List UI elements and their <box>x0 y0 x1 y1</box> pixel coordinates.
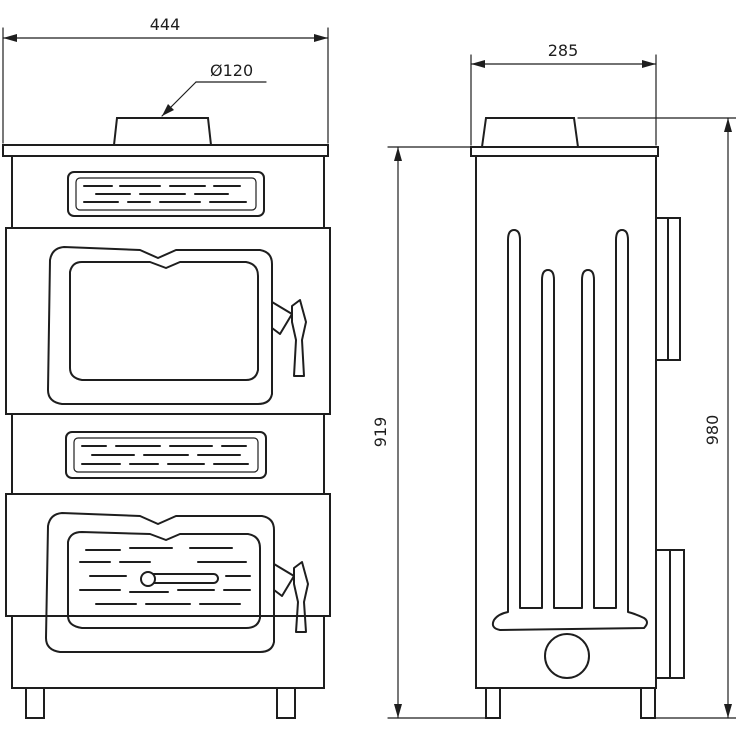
front-leg-right <box>276 687 296 719</box>
front-lower-door-texture <box>79 547 251 617</box>
dimension-width-front: 444 <box>2 15 329 144</box>
front-top-plate <box>2 144 329 157</box>
side-leg-left <box>485 687 501 719</box>
side-flue-collar <box>480 117 580 148</box>
side-ash-opening <box>544 633 590 679</box>
dimension-height-body-label: 919 <box>371 417 390 448</box>
side-body <box>475 155 657 689</box>
front-upper-door-glass <box>69 261 259 381</box>
side-rib-pattern <box>491 229 648 631</box>
dimension-height-total-label: 980 <box>703 415 722 446</box>
front-upper-door <box>47 246 273 405</box>
side-view <box>470 117 685 719</box>
dimension-depth-side-label: 285 <box>548 41 579 60</box>
front-top-vent <box>67 171 265 217</box>
dimension-flue-diameter: Ø120 <box>161 61 267 117</box>
front-leg-left <box>25 687 45 719</box>
dimension-flue-diameter-label: Ø120 <box>210 61 253 80</box>
side-leg-right <box>640 687 656 719</box>
front-top-vent-slots <box>83 185 247 203</box>
front-air-regulator-knob <box>140 571 219 587</box>
front-view <box>2 117 331 719</box>
front-lower-door-band <box>5 493 331 617</box>
dimension-width-front-label: 444 <box>150 15 181 34</box>
side-top-plate <box>470 146 659 157</box>
dimension-height-body: 919 <box>371 146 487 719</box>
front-upper-door-handle <box>271 299 307 377</box>
front-middle-vent-slots <box>81 445 249 465</box>
front-flue-collar <box>112 117 213 146</box>
front-lower-door-panel <box>67 531 261 629</box>
front-lower-door-handle <box>273 561 309 633</box>
dimension-height-total: 980 <box>577 117 736 719</box>
front-upper-door-band <box>5 227 331 415</box>
front-lower-door <box>45 512 275 653</box>
front-middle-vent <box>65 431 267 479</box>
dimension-depth-side: 285 <box>470 41 657 146</box>
